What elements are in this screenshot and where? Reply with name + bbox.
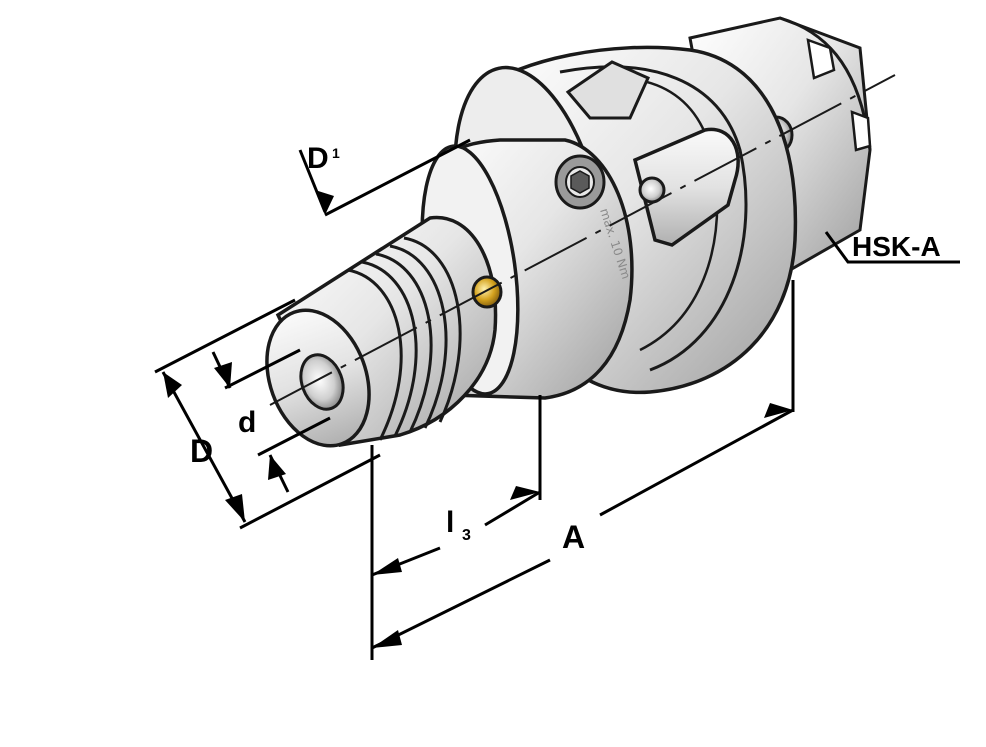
svg-text:1: 1 [332,145,340,161]
label-l3: l 3 [446,506,471,544]
svg-text:l: l [446,506,454,539]
label-d: d [238,406,256,439]
brass-pin [471,275,503,309]
center-axis [269,74,896,406]
label-D1: D 1 [307,142,340,175]
label-D: D [190,433,213,469]
label-hsk-a: HSK-A [852,231,941,262]
dimension-arrows [163,190,793,648]
clamping-nose [265,215,503,448]
hex-socket-screw-icon [554,154,606,210]
svg-text:D: D [307,142,329,175]
label-A: A [562,519,585,555]
svg-text:3: 3 [462,527,471,544]
